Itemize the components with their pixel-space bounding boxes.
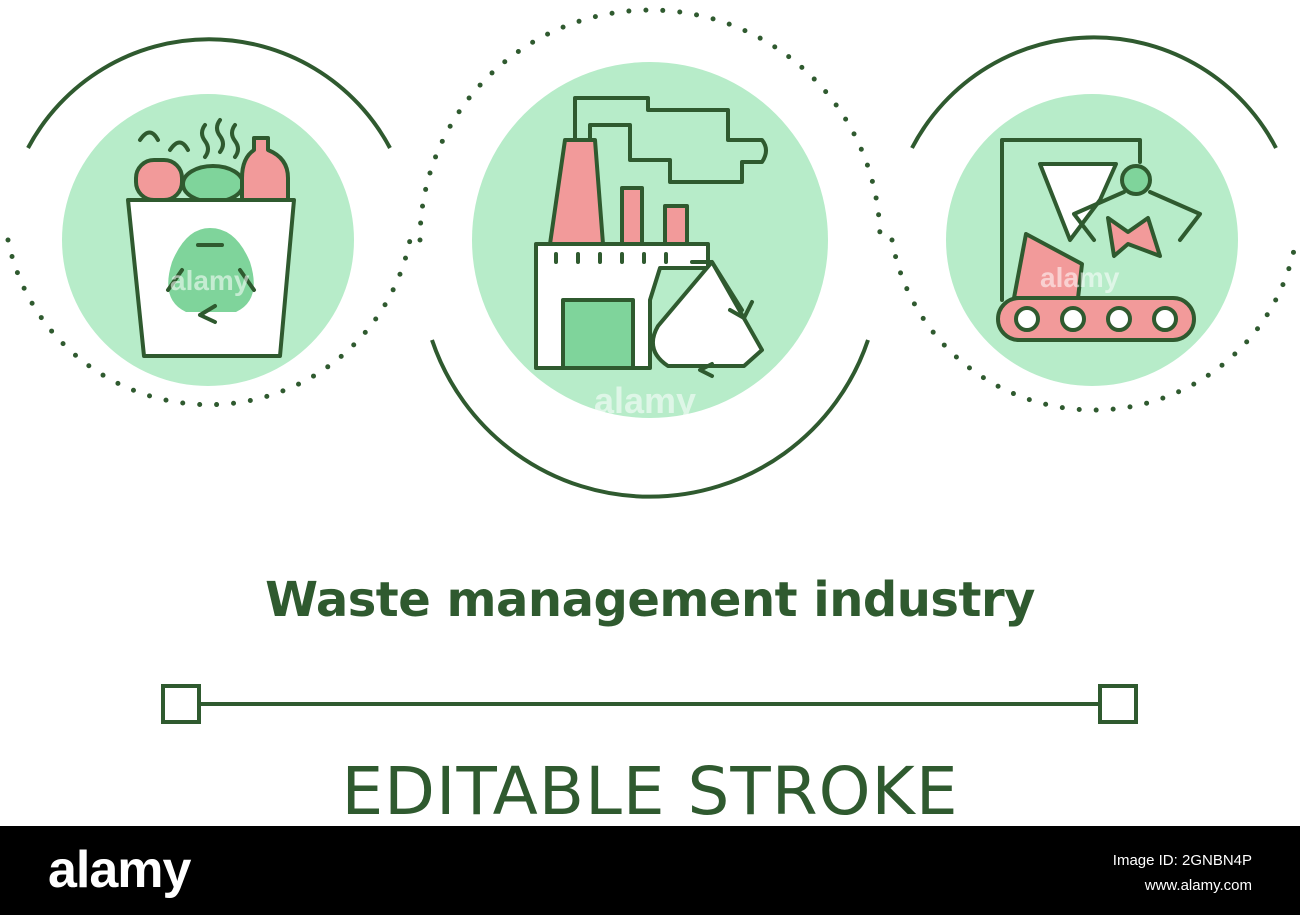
watermark-center: alamy [594, 380, 697, 421]
center-arc-bottom [430, 339, 870, 499]
line-handle-right [1098, 684, 1138, 724]
garbage-bag-recycle-icon [126, 118, 296, 358]
alamy-logo: alamy [48, 841, 191, 899]
editable-stroke-line [161, 684, 1138, 724]
sorting-conveyor-claw-icon [996, 138, 1202, 342]
line-handle-left [161, 684, 201, 724]
recycling-factory-icon [534, 96, 768, 378]
center-icon-group [417, 7, 883, 499]
watermark-left: alamy [170, 265, 250, 296]
center-dotted-arc [417, 7, 883, 243]
site-url: www.alamy.com [1144, 877, 1252, 894]
right-dotted-arc [889, 237, 1299, 413]
right-arc-top [910, 35, 1278, 149]
left-icon-group [5, 37, 413, 408]
left-dotted-arc [5, 237, 413, 408]
footer-bar: alamy Image ID: 2GNBN4P www.alamy.com [0, 826, 1300, 915]
left-arc-top [26, 37, 392, 149]
page-title: Waste management industry [265, 572, 1035, 628]
image-id: Image ID: 2GNBN4P [1112, 852, 1252, 869]
image-info: Image ID: 2GNBN4P www.alamy.com [1113, 848, 1252, 898]
watermark-right: alamy [1040, 262, 1120, 293]
right-icon-group [889, 35, 1299, 413]
editable-stroke-caption: EDITABLE STROKE [341, 753, 959, 830]
